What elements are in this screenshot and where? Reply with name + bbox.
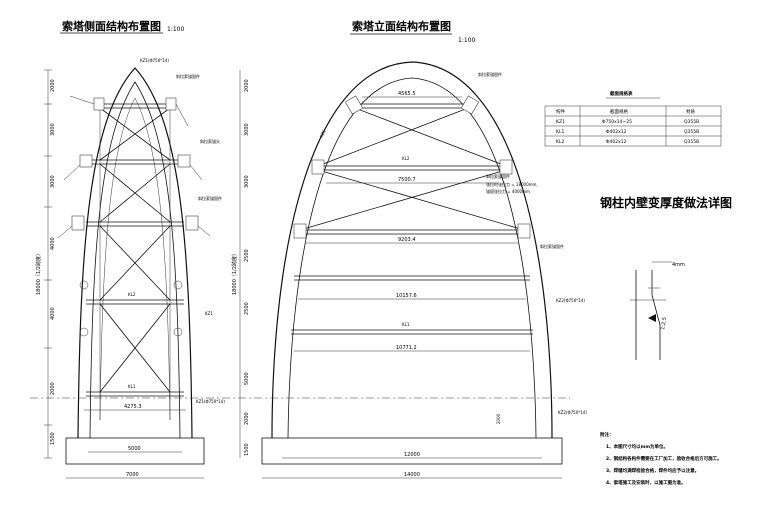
note-item-4: 4、索塔施工及安装时，以施工图为准。 [606,479,686,486]
table-header-material: 材质 [686,108,695,115]
detail-dim: 4mm [672,262,685,268]
table-title: 截面规格表 [610,90,633,97]
table-cell: Q355B [684,139,699,145]
front-arch-inner [287,77,537,439]
note-item-1: 1、本图尺寸均以mm为单位。 [606,443,668,450]
front-label-kl1: KL1 [402,322,410,327]
left-dim-5: 4000 [50,307,56,320]
table-cell: Q355B [684,119,699,125]
front-label-kz2-bottom: KZ2(Φ750*14) [558,410,587,415]
front-label-2000: 2000 [496,413,501,424]
mid-dim-5: 2500 [244,302,250,315]
left-dim-3: 3000 [50,175,56,188]
left-dim-1: 2000 [50,79,56,92]
left-total-height: 18000（1/2跨度） [35,251,42,295]
left-view-scale: 1:100 [167,26,184,33]
detail-slope-marker [648,314,656,322]
table-cell: KZ1 [556,119,565,125]
mid-dim-7: 2000 [244,412,250,425]
front-label-cable-3: 锚固张拉力 = 4000mm [486,188,530,194]
front-label-kl2: KL2 [402,156,410,161]
left-arch-outer [77,67,193,439]
front-base-outer: 14000 [404,472,420,478]
left-base-outer: 7000 [126,472,139,478]
front-width-5: 10771.2 [396,345,417,351]
table-cell: Φ402x12 [606,129,627,135]
front-foundation [261,437,563,465]
mid-dim-6: 5000 [244,372,250,385]
left-label-kz1-side: KZ1 [205,311,213,316]
front-width-3: 9203.4 [398,237,416,243]
left-label-kl2: KL2 [128,292,136,297]
notes-heading: 附注： [600,431,614,438]
left-side-view: 索塔侧面结构布置图 1:100 2000 3000 3000 4000 4000… [35,19,225,479]
front-label-anchor-top: 斜拉索锚固件 [478,71,502,77]
left-label-cable1: 斜拉索锚头 [200,138,220,144]
section-table: 截面规格表 构件 截面规格 材质 KZ1 Φ750x14~25 Q355B KL… [544,90,722,147]
left-dim-2: 3000 [50,123,56,136]
left-arch-inner [89,81,181,439]
left-label-kl1: KL1 [128,384,136,389]
left-anchor-boxes [71,97,199,231]
left-label-anchor2: 斜拉索锚固件 [198,195,222,201]
left-view-title: 索塔侧面结构布置图 [62,19,161,33]
left-base-width: 4275.3 [124,404,142,410]
left-foundation [65,437,205,465]
front-width-4: 10157.6 [396,293,417,299]
mid-dim-1: 2000 [244,79,250,92]
wall-thickness-detail: 钢柱内壁变厚度做法详图 4mm 1:2.5 [600,195,732,360]
front-label-kz2-right: KZ2(Φ750*14) [556,298,585,303]
left-dim-4: 4000 [50,237,56,250]
front-base-inner: 12000 [404,452,420,458]
front-view-title: 索塔立面结构布置图 [352,19,451,33]
mid-dim-3: 3000 [244,175,250,188]
front-label-cable-1: 斜拉索锚固件 [486,173,510,179]
front-view-scale: 1:100 [458,37,475,44]
detail-slope: 1:2.5 [660,317,668,331]
table-cell: KL1 [556,129,564,135]
note-item-3: 3、焊缝均满焊检验合格，焊件均应予以注意。 [606,467,699,474]
table-header-spec: 截面规格 [610,108,628,115]
middle-dimension-column: 2000 3000 3000 2500 2500 5000 2000 1500 … [231,70,250,458]
mid-total-height: 18000（1/2跨度） [231,251,238,295]
left-dim-6: 2000 [50,382,56,395]
left-base-inner: 5000 [128,446,141,452]
table-header-member: 构件 [556,108,565,115]
table-cell: KL2 [556,139,564,145]
front-label-cable-2: 张拉时张拉力 = 18000mm, [486,181,538,187]
left-label-kz1-top: KZ1(Φ750*14) [140,58,169,63]
left-label-kz1-bottom: KZ1(Φ750*14) [196,399,225,404]
front-width-2: 7500.7 [398,177,416,183]
note-item-2: 2、钢结构各构件需要在工厂加工，验收合格后方可施工。 [606,455,722,462]
table-cell: Φ402x12 [606,139,627,145]
front-label-anchor-mid: 斜拉索锚固件 [540,243,564,249]
front-elevation-view: 索塔立面结构布置图 1:100 4565.5 [261,19,587,479]
table-cell: Φ750x14~25 [602,119,632,125]
notes: 附注： 1、本图尺寸均以mm为单位。 2、钢结构各构件需要在工厂加工，验收合格后… [600,431,722,486]
table-cell: Q355B [684,129,699,135]
mid-dim-2: 3000 [244,123,250,136]
detail-title: 钢柱内壁变厚度做法详图 [600,195,732,210]
mid-dim-4: 2500 [244,249,250,262]
front-label-kz1: KZ1 [318,129,326,139]
left-label-anchor1: 斜拉索锚固件 [176,73,200,79]
front-anchor-boxes [293,95,531,239]
front-width-1: 4565.5 [398,91,416,97]
left-dim-7: 1500 [50,432,56,445]
mid-dim-8: 1500 [244,443,250,456]
front-arch-outer [271,61,553,439]
